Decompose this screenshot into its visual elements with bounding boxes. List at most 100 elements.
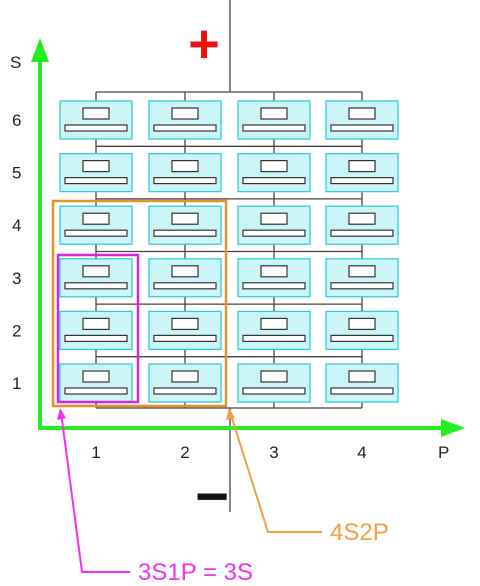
cell-body xyxy=(237,205,311,245)
callout-4s2p-arrowhead xyxy=(226,408,235,420)
cell-negative-plate xyxy=(330,387,394,395)
cell-negative-plate xyxy=(242,229,306,237)
cell-body xyxy=(59,152,133,193)
cell-negative-plate xyxy=(64,229,128,237)
wiring-layer xyxy=(95,0,363,512)
battery-cell xyxy=(237,310,311,351)
cell-positive-cap xyxy=(82,265,110,278)
battery-cell xyxy=(148,310,222,351)
y-tick-label: 1 xyxy=(12,374,21,393)
cell-positive-cap xyxy=(171,160,199,173)
cell-negative-plate xyxy=(330,229,394,237)
cell-negative-plate xyxy=(153,387,217,395)
callout-3s1p-leader xyxy=(60,411,130,573)
battery-cell xyxy=(59,205,133,245)
cell-negative-plate xyxy=(64,387,128,395)
y-tick-label: 3 xyxy=(12,269,21,288)
negative-terminal-symbol: − xyxy=(195,464,229,529)
cell-positive-cap xyxy=(348,212,376,225)
cell-body xyxy=(148,152,222,193)
battery-cell xyxy=(148,363,222,403)
callout-4s2p-leader xyxy=(229,411,322,533)
cell-body xyxy=(148,310,222,351)
battery-cell xyxy=(325,310,399,351)
axes xyxy=(31,38,465,437)
callout-3s1p-label: 3S1P = 3S xyxy=(138,559,253,586)
battery-cell xyxy=(325,363,399,403)
battery-cell xyxy=(325,205,399,245)
battery-cell xyxy=(148,100,222,140)
cell-body xyxy=(59,100,133,140)
cell-body xyxy=(148,363,222,403)
cell-positive-cap xyxy=(260,160,288,173)
cell-negative-plate xyxy=(242,387,306,395)
battery-cell xyxy=(237,363,311,403)
cell-positive-cap xyxy=(82,370,110,383)
cell-negative-plate xyxy=(153,229,217,237)
cell-positive-cap xyxy=(171,370,199,383)
battery-cell xyxy=(325,152,399,193)
battery-cell xyxy=(237,100,311,140)
cell-body xyxy=(325,310,399,351)
cell-positive-cap xyxy=(82,160,110,173)
cell-body xyxy=(237,258,311,298)
cell-body xyxy=(148,100,222,140)
cell-body xyxy=(59,205,133,245)
cell-body xyxy=(325,100,399,140)
cell-negative-plate xyxy=(330,124,394,132)
battery-cell xyxy=(148,205,222,245)
cell-body xyxy=(237,310,311,351)
battery-cell xyxy=(59,152,133,193)
cell-body xyxy=(325,205,399,245)
battery-cell xyxy=(148,152,222,193)
cell-positive-cap xyxy=(348,160,376,173)
y-tick-label: 6 xyxy=(12,111,21,130)
group-outline-4s2p xyxy=(51,199,228,408)
battery-cell xyxy=(148,258,222,298)
cell-negative-plate xyxy=(242,282,306,290)
x-tick-label: 3 xyxy=(269,443,278,462)
x-tick-label: 1 xyxy=(91,443,100,462)
cell-positive-cap xyxy=(260,265,288,278)
cell-positive-cap xyxy=(348,370,376,383)
cell-negative-plate xyxy=(330,282,394,290)
cell-body xyxy=(237,363,311,403)
group-outline-3s1p xyxy=(56,253,140,404)
battery-cell xyxy=(59,310,133,351)
cell-body xyxy=(325,152,399,193)
cell-positive-cap xyxy=(171,212,199,225)
y-axis-arrowhead xyxy=(31,38,49,62)
cell-positive-cap xyxy=(82,107,110,120)
cell-positive-cap xyxy=(348,107,376,120)
cell-negative-plate xyxy=(153,282,217,290)
battery-cell xyxy=(59,258,133,298)
cell-body xyxy=(237,152,311,193)
cell-body xyxy=(148,258,222,298)
cell-positive-cap xyxy=(82,212,110,225)
y-tick-label: 2 xyxy=(12,321,21,340)
cell-grid xyxy=(59,100,399,403)
battery-cell xyxy=(325,100,399,140)
cell-negative-plate xyxy=(153,334,217,342)
cell-negative-plate xyxy=(242,124,306,132)
callout-4s2p-label: 4S2P xyxy=(330,519,389,546)
cell-negative-plate xyxy=(64,334,128,342)
cell-body xyxy=(59,363,133,403)
cell-positive-cap xyxy=(348,265,376,278)
x-axis-title: P xyxy=(438,443,449,462)
cell-negative-plate xyxy=(64,282,128,290)
x-axis-arrowhead xyxy=(441,419,465,437)
cell-positive-cap xyxy=(260,317,288,330)
y-axis-title: S xyxy=(10,53,21,72)
cell-positive-cap xyxy=(260,107,288,120)
cell-negative-plate xyxy=(242,177,306,185)
cell-negative-plate xyxy=(153,177,217,185)
x-tick-label: 4 xyxy=(357,443,366,462)
cell-positive-cap xyxy=(171,107,199,120)
cell-body xyxy=(325,363,399,403)
cell-body xyxy=(325,258,399,298)
cell-negative-plate xyxy=(153,124,217,132)
